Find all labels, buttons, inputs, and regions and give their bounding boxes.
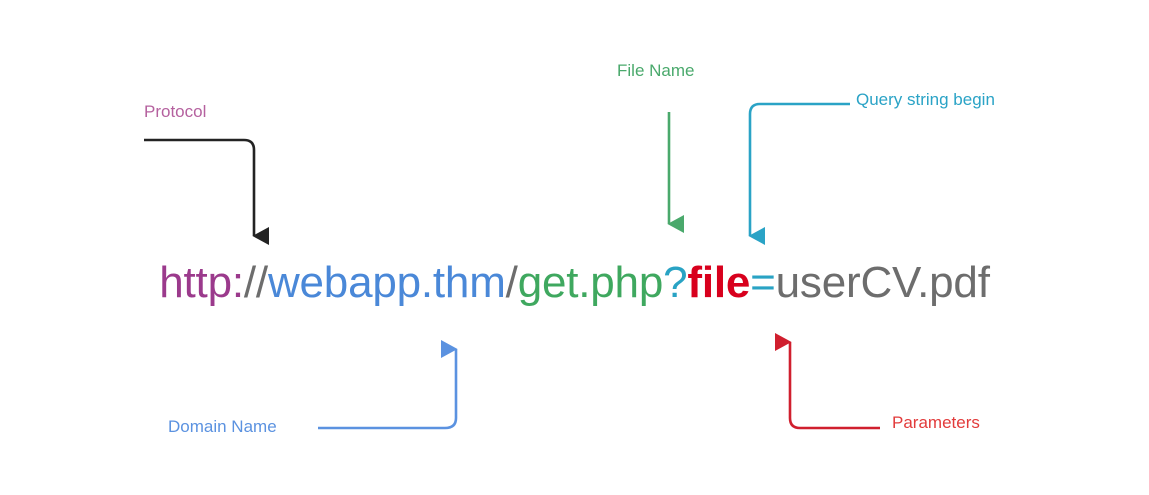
url-string: http://webapp.thm/get.php?file=userCV.pd…	[0, 255, 1149, 311]
url-part-path-slash: /	[505, 258, 518, 307]
domain-name-arrow	[318, 339, 458, 430]
query-string-arrow	[748, 102, 850, 246]
url-part-double-slash: //	[243, 258, 268, 307]
url-part-file-name: get.php	[517, 258, 664, 307]
label-parameters: Parameters	[892, 413, 980, 432]
url-part-parameter-value: userCV.pdf	[775, 258, 990, 307]
label-file-name: File Name	[617, 61, 695, 80]
url-part-scheme-colon: :	[231, 258, 244, 307]
url-part-scheme: http	[159, 258, 232, 307]
protocol-arrow	[144, 138, 270, 246]
label-domain-name: Domain Name	[168, 417, 277, 436]
url-part-domain: webapp.thm	[267, 258, 506, 307]
parameters-arrow	[774, 332, 880, 430]
url-part-parameter-key: file	[687, 258, 751, 307]
url-part-question-mark: ?	[663, 258, 688, 307]
label-query-string-begin: Query string begin	[856, 90, 995, 109]
label-protocol: Protocol	[144, 102, 207, 121]
url-part-equals-sign: =	[750, 258, 776, 307]
